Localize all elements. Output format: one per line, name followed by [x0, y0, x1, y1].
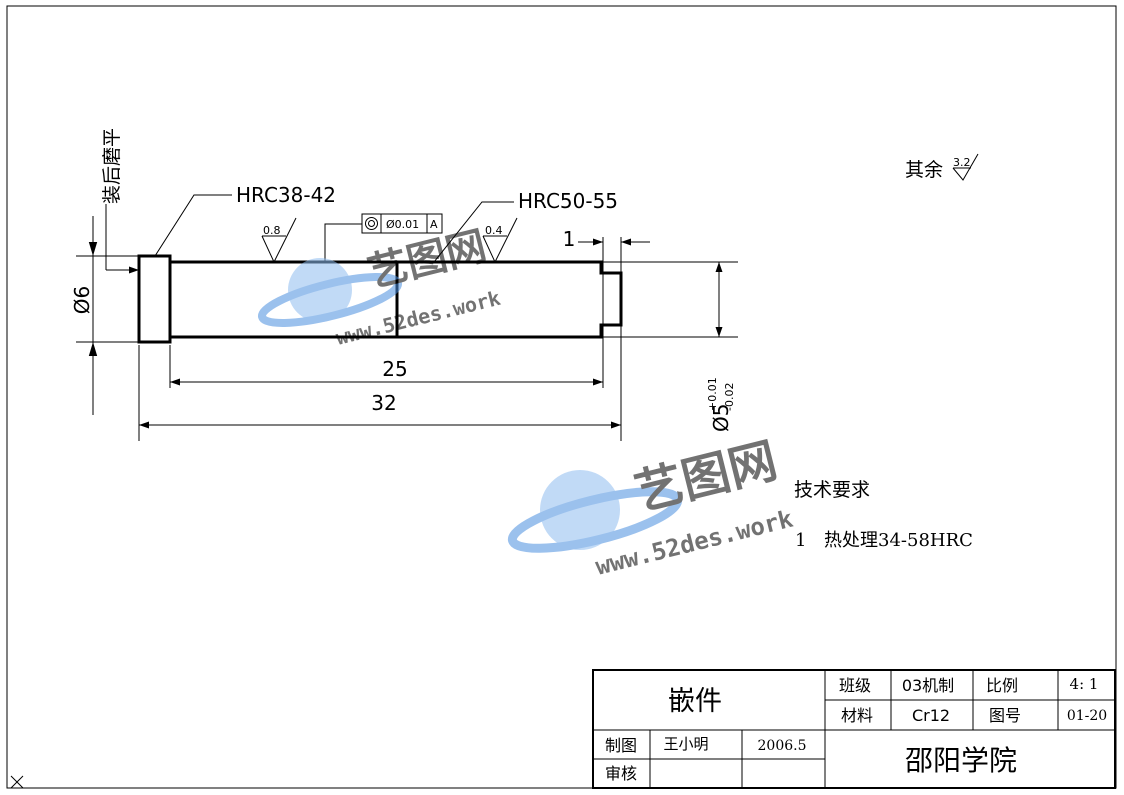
other-roughness-icon [952, 153, 979, 181]
tech-requirement-1-text: 热处理34-58HRC [824, 530, 973, 551]
drawn-label: 制图 [605, 736, 637, 755]
grind-note-leader [105, 204, 139, 274]
tech-requirement-1-no: 1 [795, 530, 806, 551]
roughness-left-value: 0.8 [263, 224, 281, 237]
dim-diameter-5-label: Ø5 [709, 404, 733, 432]
material-value: Cr12 [912, 706, 950, 725]
watermark-globe-icon-2 [540, 470, 620, 550]
dim-step-1-label: 1 [563, 227, 576, 251]
hardness-right-label: HRC50-55 [518, 189, 618, 213]
grind-note: 装后磨平 [101, 128, 123, 204]
watermark-2: 艺图网 www.52des.work [507, 432, 797, 581]
drawing-frame [6, 5, 1117, 789]
checked-label: 审核 [605, 764, 637, 783]
tolerance-datum: A [430, 218, 438, 231]
roughness-left-icon [261, 217, 297, 264]
dim-diameter-5-tol-upper: +0.01 [706, 377, 719, 411]
corner-cross-icon [10, 775, 24, 789]
dim-length-25-label: 25 [382, 357, 407, 381]
class-value: 03机制 [902, 676, 954, 695]
dim-diameter-6-label: Ø6 [70, 286, 94, 314]
drawing-no-value: 01-20 [1067, 708, 1107, 724]
dim-length-32-label: 32 [371, 391, 396, 415]
hardness-right-leader [433, 201, 514, 263]
part-name: 嵌件 [668, 686, 722, 717]
title-block [592, 669, 1116, 789]
svg-text:www.52des.work: www.52des.work [333, 286, 502, 350]
scale-value: 4: 1 [1070, 675, 1099, 693]
tolerance-frame [324, 213, 443, 262]
roughness-right-icon [482, 217, 518, 264]
class-label: 班级 [839, 676, 871, 695]
svg-text:www.52des.work: www.52des.work [593, 505, 797, 581]
concentricity-icon [365, 217, 378, 230]
dim-diameter-5-tol-lower: -0.02 [723, 383, 736, 411]
tech-requirements-title: 技术要求 [794, 479, 870, 501]
school-name: 邵阳学院 [905, 744, 1017, 777]
other-roughness-label: 其余 [905, 159, 943, 181]
hardness-left-leader [154, 194, 232, 257]
material-label: 材料 [841, 706, 873, 725]
other-roughness-value: 3.2 [953, 156, 971, 169]
scale-label: 比例 [986, 676, 1018, 695]
drawn-by: 王小明 [663, 735, 708, 753]
drawn-date: 2006.5 [758, 738, 807, 754]
drawing-no-label: 图号 [989, 706, 1021, 725]
svg-text:艺图网: 艺图网 [363, 223, 491, 297]
tolerance-value: Ø0.01 [386, 218, 419, 231]
svg-text:艺图网: 艺图网 [629, 432, 782, 521]
roughness-right-value: 0.4 [485, 224, 503, 237]
hardness-left-label: HRC38-42 [236, 183, 336, 207]
watermark-1: 艺图网 www.52des.work [257, 223, 503, 350]
